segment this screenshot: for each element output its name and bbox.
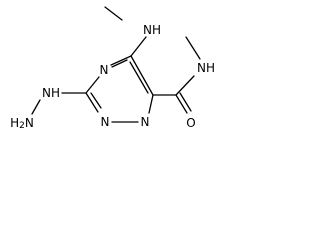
- bond-amide-methyl: [185, 36, 201, 60]
- bond-nh-nh2: [31, 99, 41, 115]
- bond-c5-n4: [110, 55, 132, 66]
- atom-label-amide-nh: NH: [197, 61, 215, 75]
- bond-methyl-nh: [104, 6, 123, 21]
- bond-group: [31, 6, 201, 123]
- atom-label-methylamino-nh: NH: [143, 23, 161, 37]
- bond-c6-c5: [130, 55, 154, 96]
- bond-nh-c5: [130, 36, 147, 57]
- atom-label-carbonyl-o: O: [186, 116, 195, 130]
- atom-label-ring-n4: N: [100, 63, 109, 77]
- atom-label-hydrazino-nh: NH: [42, 86, 60, 100]
- bond-carbonyl-nh: [175, 75, 195, 96]
- bond-n4-c3: [85, 76, 100, 94]
- atom-label-ring-n2: N: [101, 115, 110, 129]
- bond-n1-c6: [148, 94, 154, 114]
- bond-c6-c5-double: [129, 61, 149, 94]
- atom-label-group: NH NH N NH N N O H2N: [10, 23, 215, 131]
- bond-carbonyl-o-double: [179, 92, 192, 112]
- bond-carbonyl-o: [175, 94, 188, 114]
- bond-c3-n2: [85, 92, 99, 113]
- atom-label-ring-n1: N: [141, 115, 150, 129]
- atom-label-hydrazino-nh2: H2N: [10, 116, 34, 131]
- molecule-structure: NH NH N NH N N O H2N: [10, 6, 215, 131]
- bond-c5-n4-double: [111, 59, 128, 68]
- bond-c3-n2-double: [90, 92, 102, 109]
